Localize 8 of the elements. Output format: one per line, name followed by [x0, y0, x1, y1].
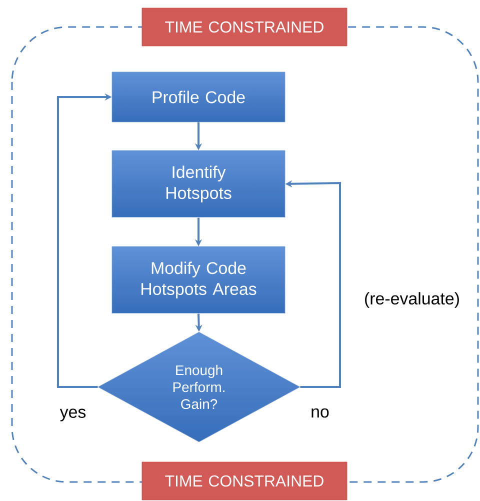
process-box: Modify Code Hotspots Areas [112, 246, 286, 314]
banner-box: TIME CONSTRAINED [142, 462, 348, 500]
banner-box: TIME CONSTRAINED [142, 8, 348, 46]
process-box: Profile Code [112, 72, 286, 122]
edge-label: no [310, 407, 330, 419]
note-text: (re-evaluate) [363, 291, 461, 309]
edge-label: yes [58, 408, 88, 422]
process-box: Identify Hotspots [112, 150, 286, 218]
